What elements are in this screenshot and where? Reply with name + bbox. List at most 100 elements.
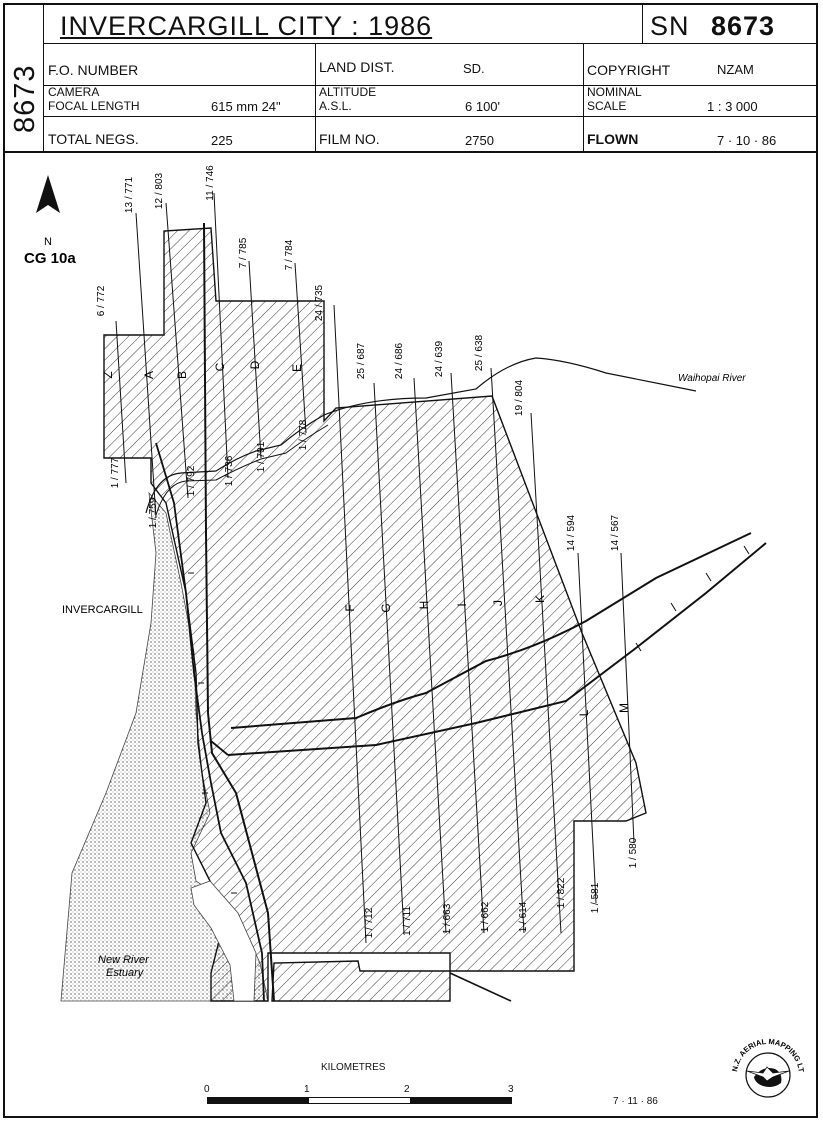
run-letter-label: G (379, 603, 393, 612)
film-no-value: 2750 (465, 133, 494, 148)
road (230, 532, 752, 729)
asl-label: A.S.L. (319, 99, 352, 113)
total-negs-label: TOTAL NEGS. (48, 131, 139, 147)
photo-number-label: 11 / 746 (205, 165, 216, 201)
photo-number-label: 19 / 804 (514, 379, 525, 416)
land-dist-label: LAND DIST. (319, 59, 395, 75)
photo-number-label: 6 / 772 (96, 285, 107, 316)
photo-number-label: 1 / 712 (364, 907, 375, 938)
photo-number-label: 14 / 594 (566, 514, 577, 551)
place-label-invercargill: INVERCARGILL (62, 604, 143, 616)
footer-date: 7 · 11 · 86 (613, 1096, 658, 1107)
railway-ticks (188, 545, 750, 894)
photo-number-label: 7 / 784 (284, 239, 295, 270)
road (203, 222, 275, 1002)
run-letter-label: A (142, 371, 156, 379)
scale-tick-2: 2 (404, 1084, 410, 1095)
scale-tick-1: 1 (304, 1084, 310, 1095)
altitude-value: 6 100' (465, 99, 501, 114)
header-divider (642, 5, 643, 43)
road (449, 972, 512, 1002)
copyright-value: NZAM (717, 62, 754, 77)
run-letter-label: D (248, 360, 262, 369)
sn-label: SN (650, 11, 690, 41)
photo-number-labels-bottom: 1 / 777 1 / 759 1 / 792 1 / 736 1 / 791 1 / 7… (110, 419, 639, 938)
fo-number-label: F.O. NUMBER (48, 62, 139, 78)
copyright-label: COPYRIGHT (587, 62, 671, 78)
photo-number-label: 13 / 771 (124, 176, 135, 213)
flight-lines (115, 192, 635, 944)
photo-number-labels-top: 6 / 772 13 / 771 12 / 803 11 / 746 7 / 785 7 … (96, 165, 621, 551)
photo-number-label: 1 / 614 (518, 901, 529, 932)
run-letter-label: K (533, 595, 547, 603)
side-sheet-id: 8673 (9, 64, 41, 133)
photo-number-label: 1 / 759 (148, 497, 159, 528)
north-label: N (44, 236, 52, 248)
photo-number-label: 24 / 639 (434, 340, 445, 377)
photo-number-label: 25 / 638 (474, 334, 485, 371)
run-letter-label: I (455, 603, 469, 606)
scale-tick-3: 3 (508, 1084, 514, 1095)
photo-number-label: 1 / 581 (590, 882, 601, 913)
logo-text: N.Z. AERIAL MAPPING LTD (727, 1031, 806, 1073)
photo-number-label: 1 / 663 (442, 903, 453, 934)
company-seal-logo: N.Z. AERIAL MAPPING LTD (727, 1031, 806, 1098)
scale-tick-0: 0 (204, 1084, 210, 1095)
header-divider (43, 5, 44, 151)
scale-value: 1 : 3 000 (707, 99, 758, 114)
photo-number-label: 12 / 803 (154, 172, 165, 209)
photo-number-label: 1 / 662 (480, 901, 491, 932)
photo-number-label: 1 / 778 (298, 419, 309, 450)
page-title: INVERCARGILL CITY : 1986 (60, 11, 433, 41)
header-divider (43, 43, 818, 44)
photo-number-label: 1 / 792 (186, 465, 197, 496)
scale-bar (207, 1097, 512, 1104)
run-letter-label: Z (101, 371, 115, 378)
run-letter-label: M (617, 703, 631, 713)
waihopai-river (145, 357, 697, 514)
road (210, 740, 229, 756)
header-divider (43, 116, 818, 117)
scale-bar-title: KILOMETRES (321, 1062, 386, 1073)
photo-number-label: 7 / 785 (238, 237, 249, 268)
scale-bar-segment (409, 1098, 511, 1103)
photo-number-label: 24 / 735 (314, 284, 325, 321)
run-letter-label: B (175, 371, 189, 379)
photo-number-label: 1 / 580 (628, 837, 639, 868)
flight-plan-map: N CG 10a INVERCARGILL Waihopai River New… (24, 165, 767, 1002)
header-divider (583, 43, 584, 151)
sn-value: 8673 (711, 11, 776, 41)
road (155, 442, 265, 1002)
film-no-label: FILM NO. (319, 131, 380, 147)
photo-number-label: 14 / 567 (610, 514, 621, 551)
header-divider (43, 85, 818, 86)
estuary-channel (190, 880, 257, 1002)
scale-label: SCALE (587, 99, 627, 113)
run-letter-label: E (290, 364, 304, 372)
photo-number-label: 1 / 791 (256, 441, 267, 472)
estuary-label-line1: New River (98, 954, 150, 966)
north-arrow-icon (36, 175, 60, 213)
photo-number-label: 1 / 822 (556, 877, 567, 908)
land-dist-value: SD. (463, 61, 485, 76)
photo-number-label: 1 / 736 (224, 455, 235, 486)
camera-label: CAMERA (48, 85, 100, 99)
estuary-label-line2: Estuary (106, 967, 145, 979)
header-bottom-border (5, 151, 818, 153)
river-label: Waihopai River (678, 373, 746, 384)
total-negs-value: 225 (211, 133, 233, 148)
scale-bar-segment (208, 1098, 309, 1103)
focal-length-label: FOCAL LENGTH (48, 99, 140, 113)
nominal-label: NOMINAL (587, 85, 642, 99)
run-letter-label: J (491, 600, 505, 606)
altitude-label: ALTITUDE (319, 85, 377, 99)
road (227, 542, 767, 756)
focal-length-value: 615 mm 24" (211, 99, 281, 114)
flown-label: FLOWN (587, 131, 639, 147)
run-letter-label: H (417, 601, 431, 610)
photo-number-label: 1 / 711 (402, 906, 413, 936)
flown-value: 7 · 10 · 86 (717, 133, 777, 148)
photo-number-label: 1 / 777 (110, 457, 121, 488)
photo-number-label: 25 / 687 (356, 342, 367, 379)
